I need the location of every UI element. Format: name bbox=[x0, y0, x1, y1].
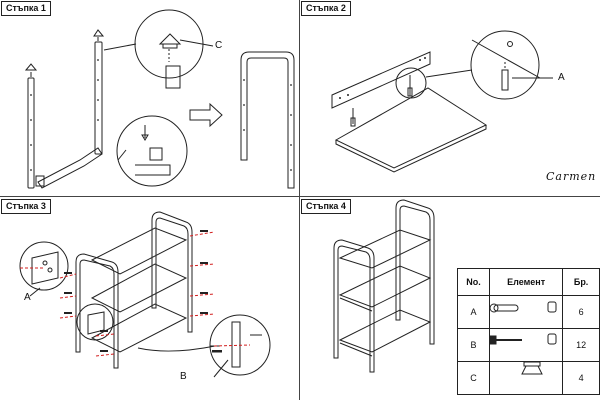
step3-detail-left bbox=[19, 241, 69, 291]
step4-shelf-bottom bbox=[338, 309, 432, 353]
step4-illustration bbox=[333, 199, 435, 373]
step3-detail-mid bbox=[76, 303, 114, 341]
step1-cap-center bbox=[93, 29, 105, 37]
step4-shelf-top bbox=[338, 229, 432, 269]
step4-frame-right bbox=[395, 199, 435, 345]
step2-detail-small bbox=[395, 67, 427, 99]
row-element-foot-cap bbox=[489, 361, 564, 395]
row-no: A bbox=[456, 295, 491, 329]
step3-screws bbox=[64, 230, 222, 353]
step3-shelf-top bbox=[90, 227, 188, 275]
divider-horizontal bbox=[0, 196, 600, 197]
callout-a-step2: A bbox=[558, 72, 565, 83]
step3-shelf-bottom bbox=[90, 303, 188, 353]
step4-frame-left bbox=[333, 239, 375, 373]
step3-shelf-mid bbox=[90, 263, 188, 313]
step-3-label: Стъпка 3 bbox=[1, 199, 51, 214]
table-row: C 4 bbox=[456, 361, 600, 395]
table-row: B 12 bbox=[456, 328, 600, 362]
step1-detail-bottom bbox=[116, 115, 188, 187]
parts-table-header: No. Елемент Бр. bbox=[456, 268, 600, 296]
step2-shelf bbox=[334, 87, 488, 169]
step1-illustration bbox=[24, 9, 295, 189]
step1-arrow bbox=[189, 102, 223, 128]
step-2-label: Стъпка 2 bbox=[301, 1, 351, 16]
header-element: Елемент bbox=[489, 268, 564, 296]
step2-detail-large bbox=[470, 30, 540, 100]
step1-cap-left bbox=[24, 63, 38, 71]
step1-frame bbox=[240, 51, 295, 189]
step1-post-left bbox=[27, 77, 35, 189]
step1-foot bbox=[35, 175, 45, 187]
step4-shelf-mid bbox=[338, 265, 432, 308]
callout-c: C bbox=[215, 40, 223, 51]
step-4-label: Стъпка 4 bbox=[301, 199, 351, 214]
table-row: A 6 bbox=[456, 295, 600, 329]
step1-bar bbox=[37, 147, 103, 189]
step-1-label: Стъпка 1 bbox=[1, 1, 51, 16]
row-qty: 6 bbox=[562, 295, 600, 329]
row-qty: 4 bbox=[562, 361, 600, 395]
row-element-cam-bolt bbox=[489, 295, 564, 329]
row-element-screw bbox=[489, 328, 564, 362]
step2-back-board bbox=[331, 51, 431, 109]
step3-frame-right bbox=[151, 211, 193, 333]
step3-screw-guides bbox=[20, 231, 251, 357]
row-no: C bbox=[456, 361, 491, 395]
header-qty: Бр. bbox=[562, 268, 600, 296]
callout-b-step3: B bbox=[180, 371, 187, 382]
callout-a-step3: A bbox=[24, 292, 31, 303]
step3-detail-right bbox=[209, 314, 271, 376]
step1-post-center bbox=[94, 41, 103, 155]
brand-logo: Carmen bbox=[546, 170, 597, 183]
step3-frame-left bbox=[75, 253, 119, 369]
header-no: No. bbox=[456, 268, 491, 296]
parts-table: No. Елемент Бр. A 6 B 12 C 4 bbox=[456, 268, 600, 395]
step3-illustration bbox=[19, 211, 271, 378]
row-no: B bbox=[456, 328, 491, 362]
row-qty: 12 bbox=[562, 328, 600, 362]
divider-vertical bbox=[299, 0, 300, 400]
step2-illustration bbox=[331, 30, 553, 173]
